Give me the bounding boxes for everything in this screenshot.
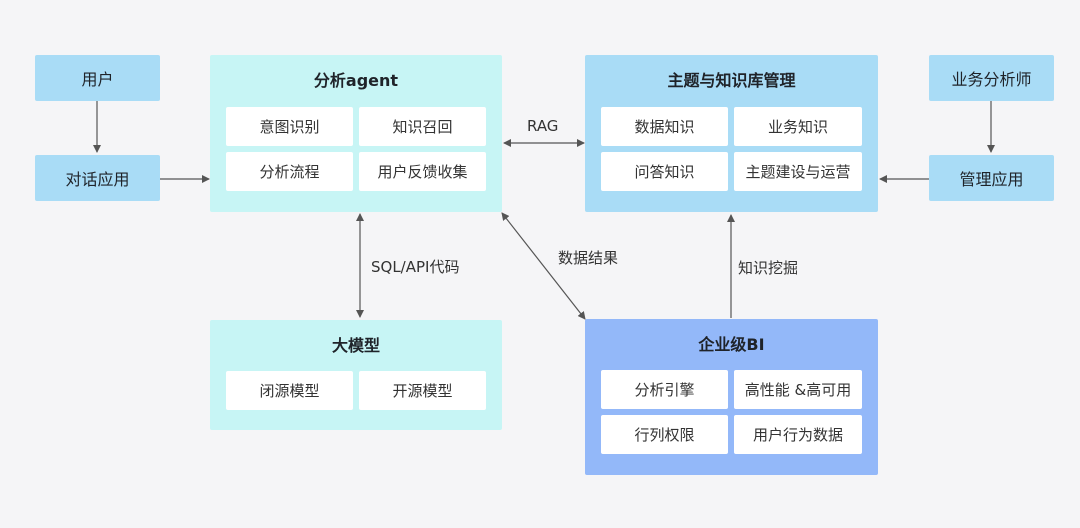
analysis-agent-title: 分析agent [313, 71, 399, 90]
llm-cell-open-source: 开源模型 [359, 371, 486, 410]
llm-group: 大模型 闭源模型 开源模型 [210, 320, 502, 430]
mgmt-app-label: 管理应用 [959, 170, 1024, 189]
knowledge-cell-business: 业务知识 [734, 107, 862, 146]
chat-app-node: 对话应用 [35, 155, 160, 201]
agent-cell-feedback: 用户反馈收集 [359, 152, 486, 191]
edge-label-sql-api: SQL/API代码 [371, 258, 460, 276]
agent-cell-flow: 分析流程 [226, 152, 353, 191]
knowledge-cell-topic-ops: 主题建设与运营 [734, 152, 862, 191]
bi-cell-row-column-permission: 行列权限 [601, 415, 728, 454]
edge-label-data-result: 数据结果 [558, 249, 619, 267]
bi-cell-high-availability: 高性能 &高可用 [734, 370, 862, 409]
analysis-agent-group: 分析agent 意图识别 知识召回 分析流程 用户反馈收集 [210, 55, 502, 212]
bi-cell-user-behavior: 用户行为数据 [734, 415, 862, 454]
edge-label-rag: RAG [527, 117, 559, 135]
user-node: 用户 [35, 55, 160, 101]
business-analyst-label: 业务分析师 [951, 70, 1032, 89]
business-analyst-node: 业务分析师 [929, 55, 1054, 101]
knowledge-management-group: 主题与知识库管理 数据知识 业务知识 问答知识 主题建设与运营 [585, 55, 878, 212]
mgmt-app-node: 管理应用 [929, 155, 1054, 201]
knowledge-cell-qa: 问答知识 [601, 152, 728, 191]
enterprise-bi-group: 企业级BI 分析引擎 高性能 &高可用 行列权限 用户行为数据 [585, 319, 878, 475]
bi-cell-engine: 分析引擎 [601, 370, 728, 409]
llm-cell-closed-source: 闭源模型 [226, 371, 353, 410]
enterprise-bi-title: 企业级BI [698, 335, 765, 354]
edge-label-knowledge-mining: 知识挖掘 [738, 259, 799, 277]
knowledge-cell-data: 数据知识 [601, 107, 728, 146]
agent-cell-intent: 意图识别 [226, 107, 353, 146]
llm-title: 大模型 [331, 336, 380, 355]
arrow-agent-bi [501, 212, 586, 320]
knowledge-management-title: 主题与知识库管理 [667, 71, 796, 90]
chat-app-label: 对话应用 [65, 170, 130, 189]
agent-cell-recall: 知识召回 [359, 107, 486, 146]
user-label: 用户 [81, 70, 114, 89]
